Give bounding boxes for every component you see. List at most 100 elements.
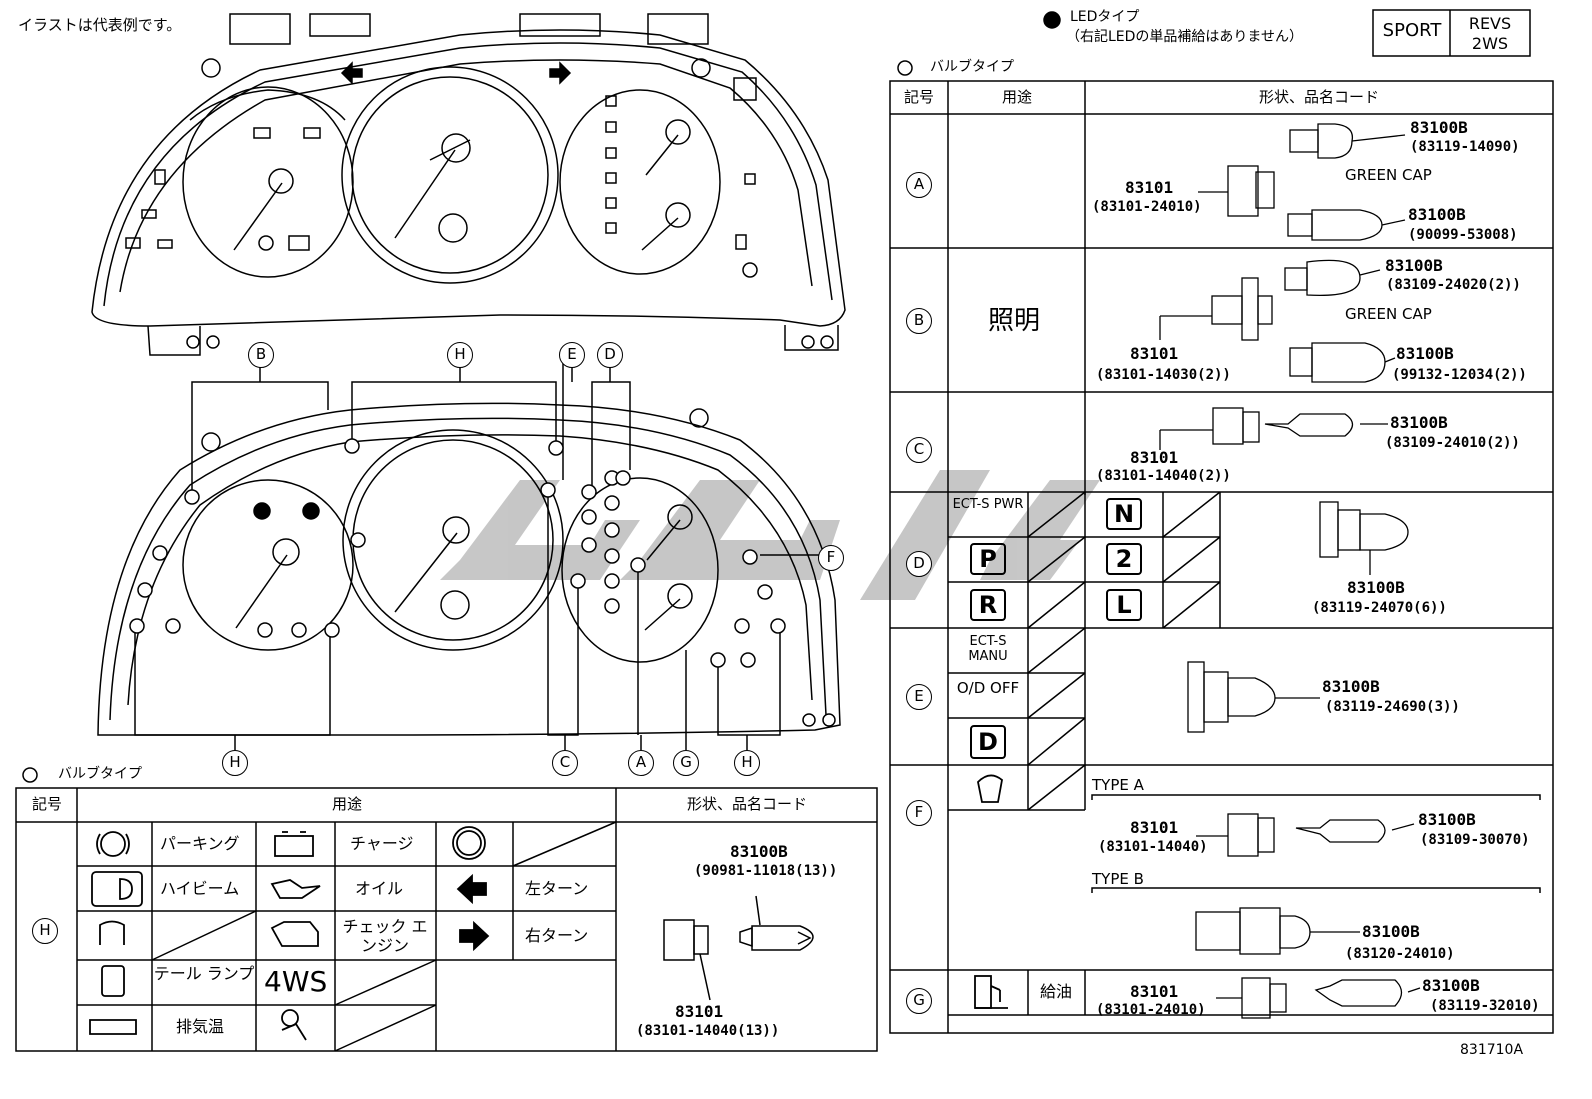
bottom-cluster bbox=[97, 335, 841, 750]
d-n: N bbox=[1106, 498, 1142, 530]
callout-g: G bbox=[673, 750, 699, 776]
diagram-id: 831710A bbox=[1460, 1042, 1524, 1058]
c-socket-code: (83101-14040(2)) bbox=[1096, 468, 1231, 484]
g-use: 給油 bbox=[1040, 982, 1073, 1001]
lt-header-use: 用途 bbox=[331, 795, 362, 813]
led-revs-2ws: REVS 2WS bbox=[1468, 14, 1512, 53]
d-p: P bbox=[970, 543, 1006, 575]
use-4ws: 4WS bbox=[264, 965, 328, 998]
illustration-note: イラストは代表例です。 bbox=[18, 16, 182, 34]
f-type-a: TYPE A bbox=[1092, 776, 1144, 794]
b-part-2: 83100B bbox=[1396, 344, 1454, 363]
b-code-2: (99132-12034(2)) bbox=[1392, 367, 1527, 383]
left-table-icons bbox=[89, 826, 490, 1041]
b-green-cap: GREEN CAP bbox=[1345, 305, 1432, 323]
g-socket: 83101 bbox=[1130, 982, 1179, 1001]
row-symbol-f: F bbox=[906, 800, 932, 826]
e-code: (83119-24690(3)) bbox=[1325, 699, 1460, 715]
row-symbol-e: E bbox=[906, 684, 932, 710]
use-charge: チャージ bbox=[350, 834, 414, 853]
h-socket-code: (83101-14040(13)) bbox=[636, 1023, 780, 1039]
callout-f: F bbox=[818, 545, 844, 571]
e-d: D bbox=[970, 725, 1006, 759]
callout-d: D bbox=[597, 342, 623, 368]
lt-header-code: 形状、品名コード bbox=[686, 795, 807, 813]
a-part-1: 83100B bbox=[1410, 118, 1468, 137]
use-right-turn: 右ターン bbox=[525, 926, 589, 945]
callout-b: B bbox=[248, 342, 274, 368]
h-socket: 83101 bbox=[675, 1002, 724, 1021]
use-oil: オイル bbox=[355, 879, 404, 898]
table-icons-right bbox=[974, 774, 1008, 1009]
lt-header-symbol: 記号 bbox=[31, 795, 62, 813]
bulb-drawings-right bbox=[1159, 123, 1421, 1019]
c-socket: 83101 bbox=[1130, 448, 1179, 467]
f-code-a: (83109-30070) bbox=[1420, 832, 1530, 848]
d-ect-s-pwr: ECT-S PWR bbox=[952, 497, 1024, 512]
a-code-1: (83119-14090) bbox=[1410, 139, 1520, 155]
d-code: (83119-24070(6)) bbox=[1312, 600, 1447, 616]
d-2: 2 bbox=[1106, 543, 1142, 575]
callout-a: A bbox=[628, 750, 654, 776]
callout-e: E bbox=[559, 342, 585, 368]
use-illumination: 照明 bbox=[988, 306, 1041, 336]
a-socket-code: (83101-24010) bbox=[1092, 199, 1202, 215]
top-cluster bbox=[91, 13, 846, 356]
callout-c: C bbox=[552, 750, 578, 776]
g-code: (83119-32010) bbox=[1430, 998, 1540, 1014]
use-exhaust-temp: 排気温 bbox=[176, 1017, 225, 1036]
g-socket-code: (83101-24010) bbox=[1096, 1002, 1206, 1018]
row-symbol-d: D bbox=[906, 551, 932, 577]
bulb-legend-marks bbox=[22, 60, 913, 783]
row-symbol-b: B bbox=[906, 308, 932, 334]
b-part-1: 83100B bbox=[1385, 256, 1443, 275]
a-green-cap: GREEN CAP bbox=[1345, 166, 1432, 184]
right-bulb-type-title: バルブタイプ bbox=[930, 59, 1014, 75]
callout-h-bottom-right: H bbox=[734, 750, 760, 776]
a-socket: 83101 bbox=[1125, 178, 1174, 197]
f-type-b: TYPE B bbox=[1092, 870, 1144, 888]
row-symbol-g: G bbox=[906, 988, 932, 1014]
c-code: (83109-24010(2)) bbox=[1385, 435, 1520, 451]
h-code: (90981-11018(13)) bbox=[694, 863, 838, 879]
callout-h-top: H bbox=[447, 342, 473, 368]
f-socket-code: (83101-14040) bbox=[1098, 839, 1208, 855]
left-bulb-type-title: バルブタイプ bbox=[58, 766, 142, 782]
b-socket-code: (83101-14030(2)) bbox=[1096, 367, 1231, 383]
use-tail-lamp: テール ランプ bbox=[153, 964, 255, 983]
f-part-b: 83100B bbox=[1362, 922, 1420, 941]
d-r: R bbox=[970, 589, 1006, 621]
f-part-a: 83100B bbox=[1418, 810, 1476, 829]
e-part: 83100B bbox=[1322, 677, 1380, 696]
use-high-beam: ハイビーム bbox=[160, 879, 240, 898]
lt-symbol-h: H bbox=[32, 918, 58, 944]
callout-h-bottom-left: H bbox=[222, 750, 248, 776]
use-parking: パーキング bbox=[160, 834, 240, 853]
led-sport: SPORT bbox=[1382, 20, 1442, 41]
d-l: L bbox=[1106, 589, 1142, 621]
e-od-off: O/D OFF bbox=[956, 679, 1020, 697]
b-code-1: (83109-24020(2)) bbox=[1386, 277, 1521, 293]
row-symbol-a: A bbox=[906, 172, 932, 198]
rt-header-symbol: 記号 bbox=[903, 88, 934, 106]
d-part: 83100B bbox=[1347, 578, 1405, 597]
g-part: 83100B bbox=[1422, 976, 1480, 995]
use-left-turn: 左ターン bbox=[525, 879, 589, 898]
e-ect-s-manu: ECT-S MANU bbox=[968, 634, 1008, 664]
led-legend-note: （右記LEDの単品補給はありません） bbox=[1066, 29, 1304, 45]
rt-header-use: 用途 bbox=[1001, 88, 1032, 106]
f-socket: 83101 bbox=[1130, 818, 1179, 837]
right-table-grid bbox=[889, 9, 1554, 1034]
c-part: 83100B bbox=[1390, 413, 1448, 432]
led-dot bbox=[1043, 11, 1061, 29]
f-code-b: (83120-24010) bbox=[1345, 946, 1455, 962]
row-symbol-c: C bbox=[906, 437, 932, 463]
use-check-engine: チェック エンジン bbox=[342, 917, 428, 955]
led-legend-title: LEDタイプ bbox=[1070, 9, 1140, 25]
h-part: 83100B bbox=[730, 842, 788, 861]
left-table-grid bbox=[15, 787, 878, 1052]
a-part-2: 83100B bbox=[1408, 205, 1466, 224]
a-code-2: (90099-53008) bbox=[1408, 227, 1518, 243]
b-socket: 83101 bbox=[1130, 344, 1179, 363]
